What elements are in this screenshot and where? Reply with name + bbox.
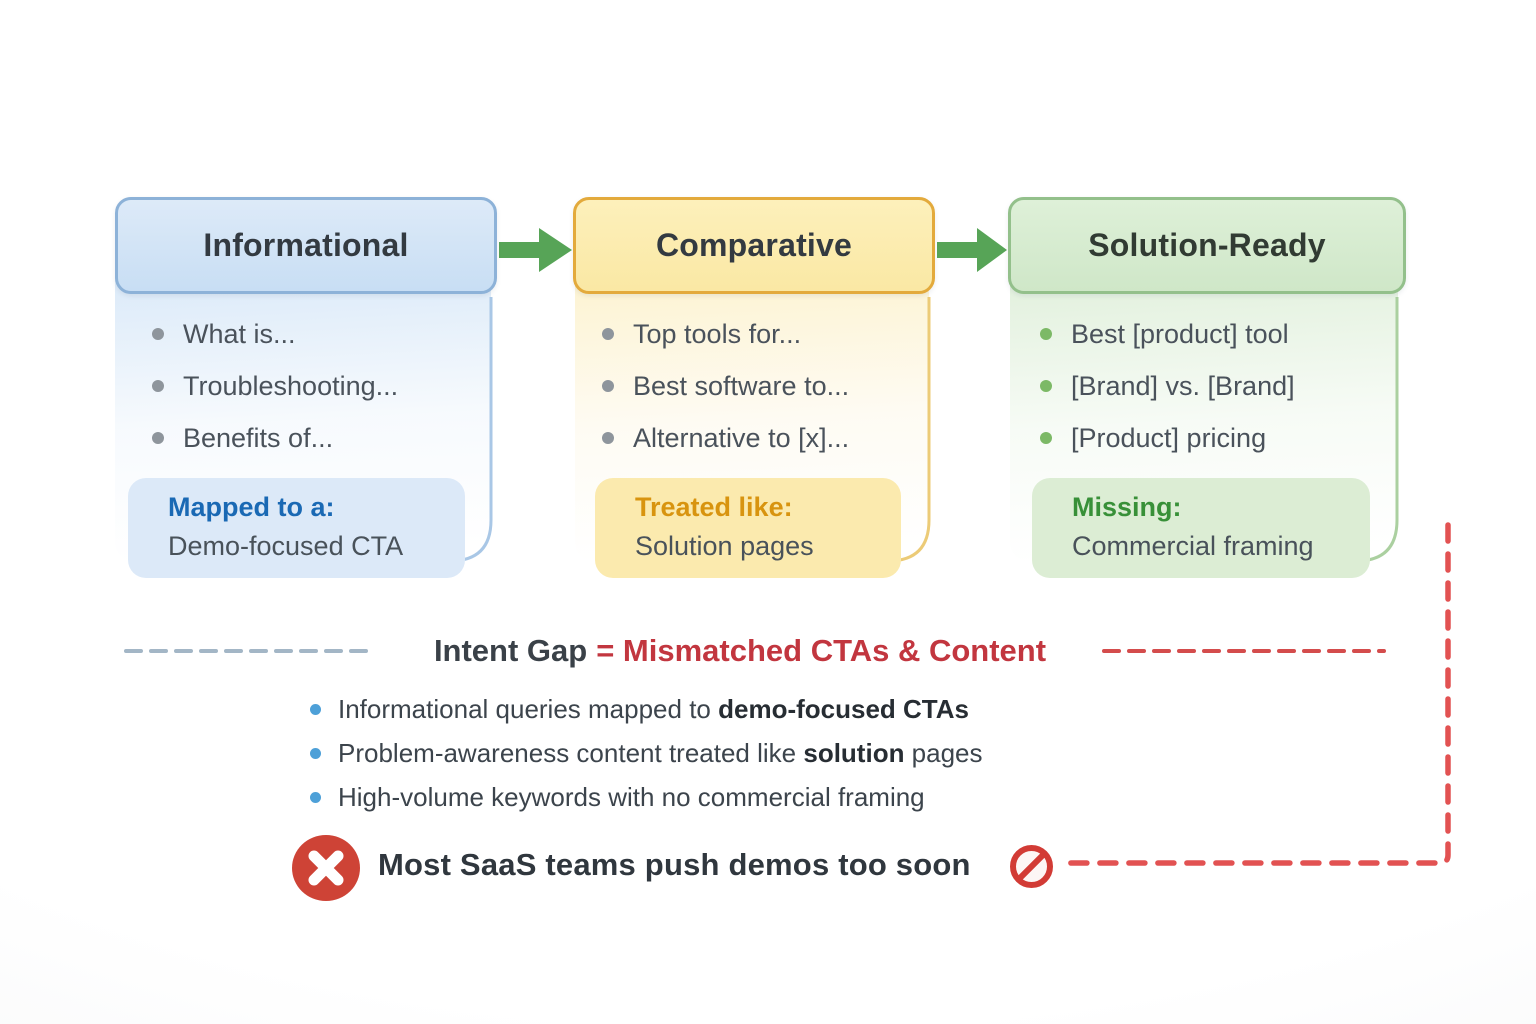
bullet-text: Best [product] tool bbox=[1071, 318, 1289, 349]
stage-header-solution-ready: Solution-Ready bbox=[1008, 197, 1406, 294]
callout-comparative: Treated like: Solution pages bbox=[595, 478, 901, 578]
stage-title: Informational bbox=[203, 227, 409, 263]
callout-text: Commercial framing bbox=[1072, 531, 1314, 561]
list-item: [Brand] vs. [Brand] bbox=[1040, 360, 1295, 412]
bullet-text: Benefits of... bbox=[183, 422, 334, 453]
bullet-dot-icon bbox=[602, 432, 614, 444]
list-item: High-volume keywords with no commercial … bbox=[310, 775, 983, 819]
gap-title-dark: Intent Gap bbox=[433, 633, 588, 668]
callout-label: Treated like: bbox=[635, 492, 793, 522]
list-item: Best software to... bbox=[602, 360, 849, 412]
bullet-text: Top tools for... bbox=[633, 318, 802, 349]
bullet-list-comparative: Top tools for... Best software to... Alt… bbox=[602, 308, 849, 464]
callout-informational: Mapped to a: Demo-focused CTA bbox=[128, 478, 465, 578]
bullet-text: High-volume keywords with no commercial … bbox=[338, 781, 925, 812]
flow-arrow-icon-2 bbox=[937, 228, 1007, 272]
callout-text: Demo-focused CTA bbox=[168, 531, 404, 561]
bullet-dot-icon bbox=[310, 703, 321, 715]
list-item: Informational queries mapped to demo-foc… bbox=[310, 687, 983, 731]
list-item: Benefits of... bbox=[152, 412, 398, 464]
flow-arrow-icon-1 bbox=[499, 228, 572, 272]
list-item: Problem-awareness content treated like s… bbox=[310, 731, 983, 775]
bullet-text: Informational queries mapped to demo-foc… bbox=[338, 693, 969, 724]
stage-header-informational: Informational bbox=[115, 197, 497, 294]
bullet-dot-icon bbox=[1040, 328, 1052, 340]
bullet-text: Problem-awareness content treated like s… bbox=[338, 737, 983, 768]
gap-bullet-list: Informational queries mapped to demo-foc… bbox=[310, 687, 983, 819]
stage-header-comparative: Comparative bbox=[573, 197, 935, 294]
bullet-text: [Brand] vs. [Brand] bbox=[1071, 370, 1295, 401]
bullet-dot-icon bbox=[310, 747, 321, 759]
bullet-text: [Product] pricing bbox=[1071, 422, 1267, 453]
statement-text: Most SaaS teams push demos too soon bbox=[378, 847, 971, 882]
bullet-dot-icon bbox=[152, 380, 164, 392]
gap-title: Intent Gap= Mismatched CTAs & Content bbox=[434, 633, 1046, 669]
bullet-dot-icon bbox=[1040, 432, 1052, 444]
list-item: Best [product] tool bbox=[1040, 308, 1295, 360]
x-circle-icon bbox=[291, 834, 361, 907]
callout-text: Solution pages bbox=[635, 531, 814, 561]
callout-label: Mapped to a: bbox=[168, 492, 335, 522]
list-item: Top tools for... bbox=[602, 308, 849, 360]
no-entry-icon bbox=[1008, 843, 1055, 895]
bullet-dot-icon bbox=[602, 328, 614, 340]
bullet-list-solution-ready: Best [product] tool [Brand] vs. [Brand] … bbox=[1040, 308, 1295, 464]
bullet-dot-icon bbox=[310, 791, 321, 803]
stage-title: Solution-Ready bbox=[1088, 227, 1326, 263]
list-item: [Product] pricing bbox=[1040, 412, 1295, 464]
bullet-text: What is... bbox=[183, 318, 296, 349]
bullet-dot-icon bbox=[602, 380, 614, 392]
bullet-text: Best software to... bbox=[633, 370, 850, 401]
bullet-text: Troubleshooting... bbox=[183, 370, 399, 401]
stage-title: Comparative bbox=[655, 227, 853, 263]
callout-solution-ready: Missing: Commercial framing bbox=[1032, 478, 1370, 578]
list-item: What is... bbox=[152, 308, 398, 360]
gap-title-red: = Mismatched CTAs & Content bbox=[596, 633, 1047, 668]
list-item: Troubleshooting... bbox=[152, 360, 398, 412]
bullet-list-informational: What is... Troubleshooting... Benefits o… bbox=[152, 308, 398, 464]
bullet-dot-icon bbox=[1040, 380, 1052, 392]
bullet-dot-icon bbox=[152, 328, 164, 340]
bullet-dot-icon bbox=[152, 432, 164, 444]
callout-label: Missing: bbox=[1072, 492, 1182, 522]
bullet-text: Alternative to [x]... bbox=[633, 422, 850, 453]
list-item: Alternative to [x]... bbox=[602, 412, 849, 464]
